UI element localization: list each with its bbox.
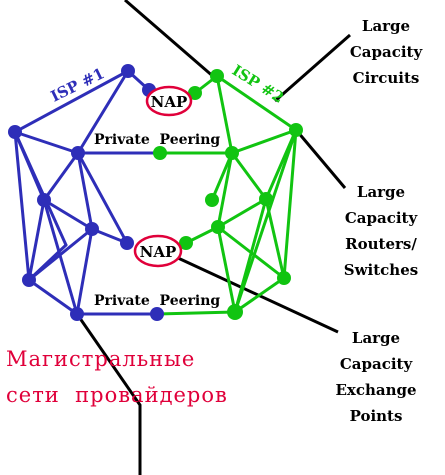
- svg-text:Capacity: Capacity: [340, 355, 414, 373]
- callout-line-routers: [295, 130, 347, 189]
- nap-top-label: NAP: [151, 93, 188, 111]
- svg-text:Exchange: Exchange: [335, 381, 416, 399]
- isp1-node: [37, 193, 51, 207]
- private-peering-bottom-label: Private Peering: [94, 293, 220, 309]
- isp2-node: [153, 146, 167, 160]
- isp2-node: [225, 146, 239, 160]
- nap-bottom: NAP: [133, 234, 183, 268]
- isp2-node: [188, 86, 202, 100]
- isp2-node: [289, 123, 303, 137]
- svg-text:Магистральные: Магистральные: [6, 347, 195, 371]
- nap-bottom-label: NAP: [140, 243, 177, 261]
- nap-top: NAP: [145, 85, 193, 117]
- callout-circuits: Large Capacity Circuits: [350, 17, 424, 87]
- isp1-node: [150, 307, 164, 321]
- callout-line-backbone: [75, 313, 142, 475]
- isp1-node: [71, 146, 85, 160]
- callout-line-top-left: [124, 0, 216, 80]
- nap-top-ring: [145, 85, 193, 117]
- isp2-links: [155, 74, 298, 316]
- callout-line-circuits: [274, 33, 351, 103]
- svg-text:Points: Points: [350, 407, 403, 425]
- svg-text:Capacity: Capacity: [350, 43, 424, 61]
- svg-text:Large: Large: [357, 183, 405, 201]
- nap-bottom-ring: [133, 234, 183, 268]
- isp2-node: [211, 220, 225, 234]
- isp1-nodes: [8, 64, 164, 321]
- svg-text:Circuits: Circuits: [353, 69, 420, 87]
- svg-text:Switches: Switches: [344, 261, 418, 279]
- isp2-node: [277, 271, 291, 285]
- isp2-node: [259, 192, 273, 206]
- svg-text:Large: Large: [352, 329, 400, 347]
- isp2-node: [179, 236, 193, 250]
- svg-text:Capacity: Capacity: [345, 209, 419, 227]
- isp1-node: [70, 307, 84, 321]
- isp2-node: [227, 304, 243, 320]
- isp2-label: ISP #2: [229, 61, 287, 107]
- isp1-node: [120, 236, 134, 250]
- russian-caption: Магистральные сети провайдеров: [6, 347, 228, 407]
- private-peering-top-label: Private Peering: [94, 132, 220, 148]
- svg-text:Large: Large: [362, 17, 410, 35]
- isp2-node: [210, 69, 224, 83]
- isp1-links: [13, 69, 162, 316]
- isp1-node: [121, 64, 135, 78]
- svg-text:Routers/: Routers/: [345, 235, 417, 253]
- isp1-node: [8, 125, 22, 139]
- isp1-node: [22, 273, 36, 287]
- callout-routers: Large Capacity Routers/ Switches: [344, 183, 419, 279]
- svg-text:сети провайдеров: сети провайдеров: [6, 383, 228, 407]
- isp2-nodes: [153, 69, 303, 320]
- callout-exchange: Large Capacity Exchange Points: [335, 329, 416, 425]
- isp2-node: [205, 193, 219, 207]
- isp1-node: [85, 222, 99, 236]
